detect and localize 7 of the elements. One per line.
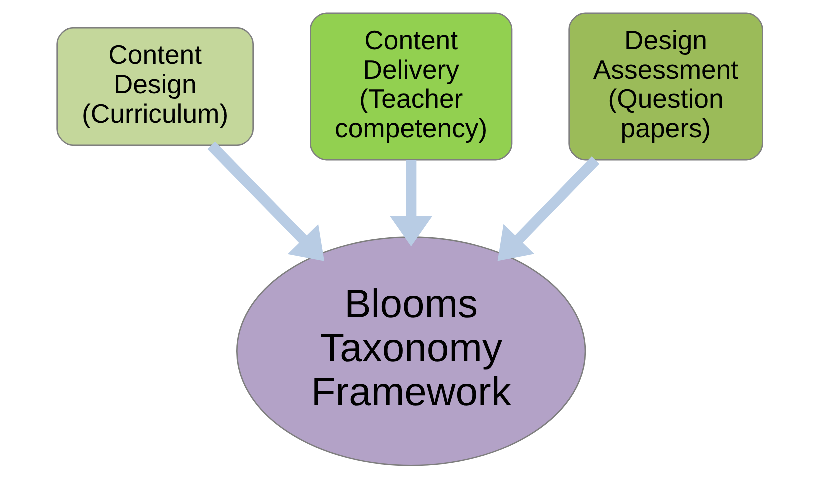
node-box: Content Delivery (Teacher competency) (310, 12, 513, 161)
node-ellipse: Blooms Taxonomy Framework (236, 236, 586, 466)
arrow (390, 160, 433, 247)
arrow (498, 156, 600, 262)
node-box: Content Design (Curriculum) (56, 27, 254, 146)
arrow (208, 142, 325, 262)
node-box: Design Assessment (Question papers) (568, 12, 764, 161)
